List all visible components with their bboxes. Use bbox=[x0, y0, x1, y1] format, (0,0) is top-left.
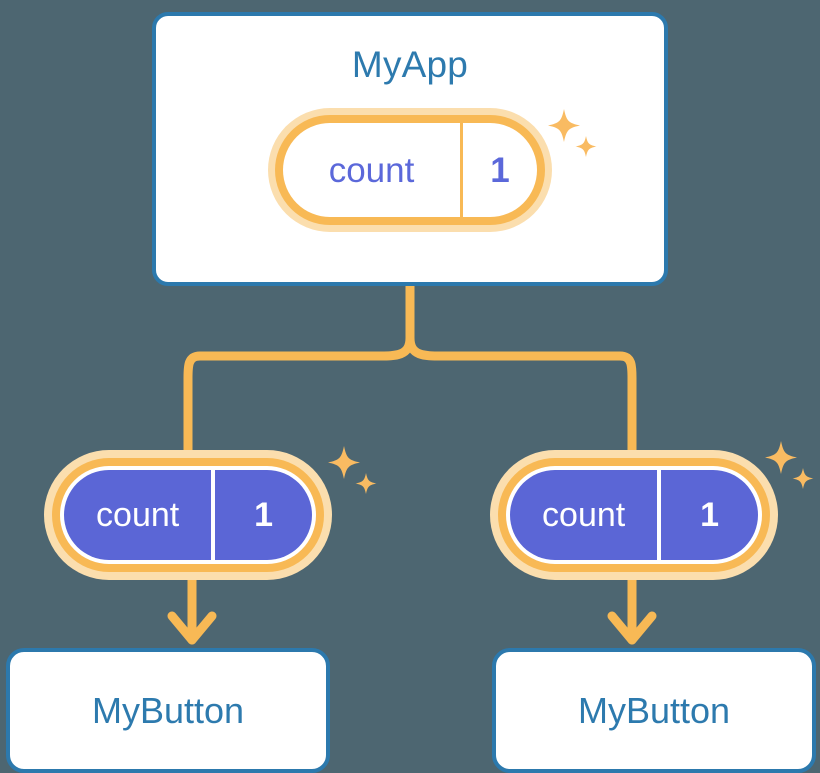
state-value: 1 bbox=[490, 150, 510, 190]
arrow-head-right bbox=[607, 611, 657, 645]
arrow-head-left bbox=[167, 611, 217, 645]
state-key: count bbox=[283, 123, 463, 217]
button-card-label: MyButton bbox=[577, 689, 731, 731]
pill-inner: count 1 bbox=[510, 470, 758, 560]
state-key: count bbox=[64, 470, 216, 560]
button-card-left[interactable]: MyButton bbox=[6, 648, 330, 773]
state-pill-child-right: count 1 bbox=[490, 450, 778, 580]
state-pill-app: count 1 bbox=[268, 108, 552, 232]
connector-fork-right bbox=[405, 333, 637, 457]
pill-inner: count 1 bbox=[64, 470, 312, 560]
button-card-right[interactable]: MyButton bbox=[492, 648, 816, 773]
connector-fork-left bbox=[183, 333, 415, 457]
state-value: 1 bbox=[700, 496, 720, 534]
state-pill-child-left: count 1 bbox=[44, 450, 332, 580]
page-title: MyApp bbox=[351, 44, 469, 85]
state-value: 1 bbox=[254, 496, 274, 534]
pill-body: count 1 bbox=[506, 466, 762, 564]
state-key: count bbox=[510, 470, 662, 560]
pill-body: count 1 bbox=[60, 466, 316, 564]
pill-body: count 1 bbox=[283, 123, 537, 217]
button-card-label: MyButton bbox=[91, 689, 245, 731]
